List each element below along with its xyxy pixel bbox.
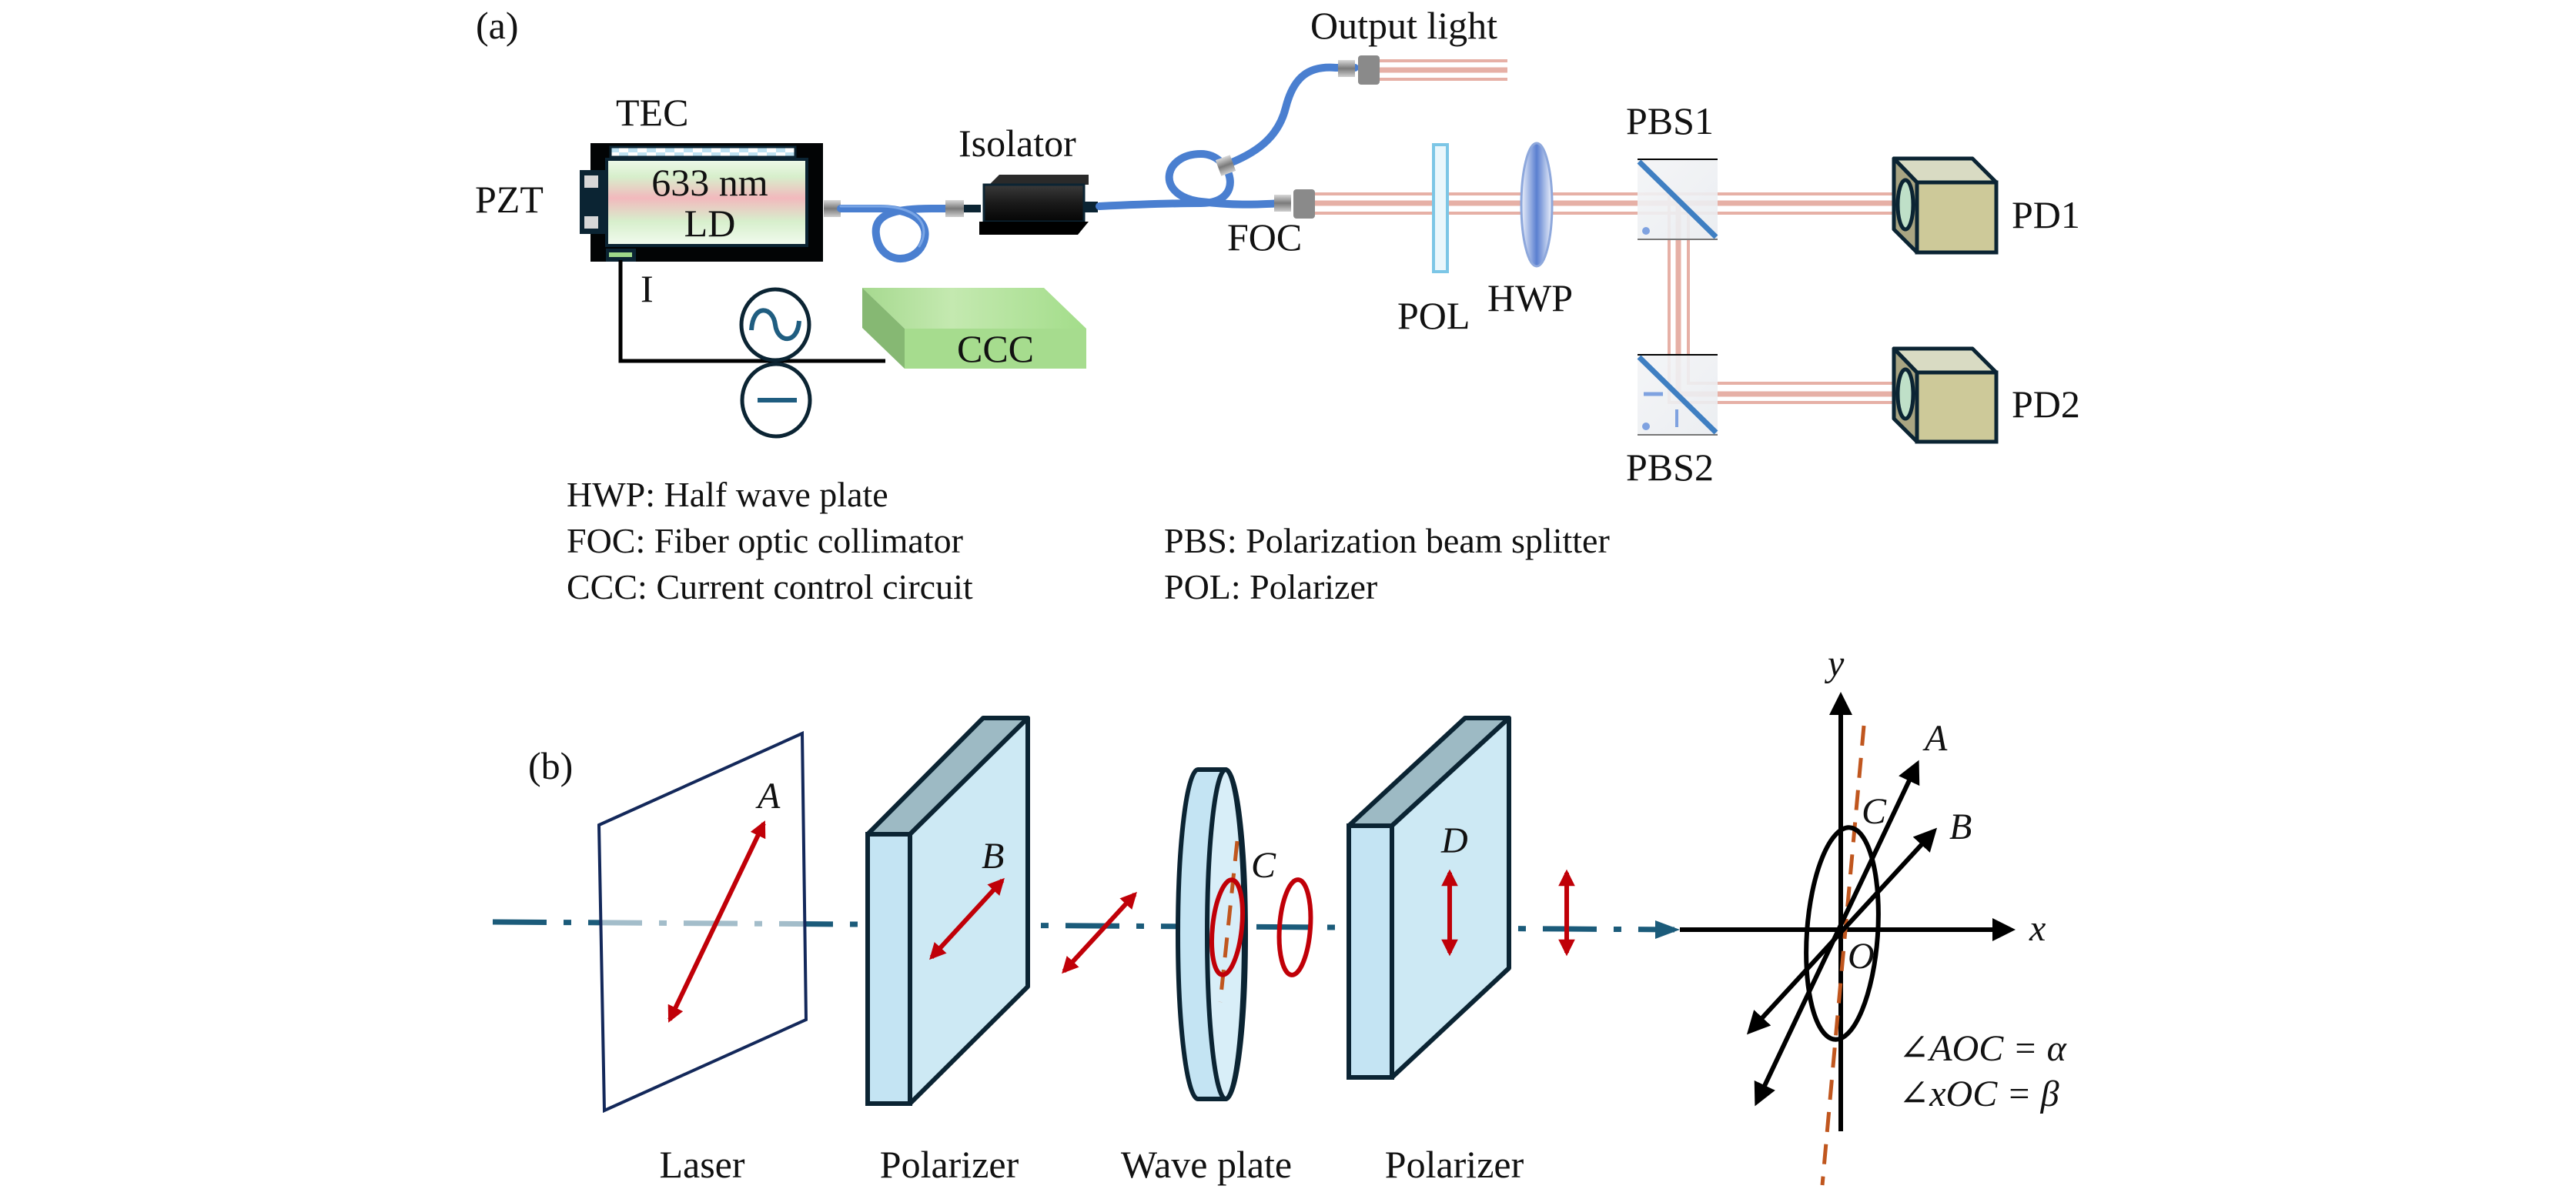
fiber-connector bbox=[1274, 195, 1291, 212]
laser-diode-module: TEC PZT 633 nm LD bbox=[475, 91, 823, 262]
legend-item: POL: Polarizer bbox=[1164, 567, 1377, 606]
isolator-pin bbox=[964, 205, 981, 212]
vector-a bbox=[1754, 760, 1920, 1107]
pbs2-label: PBS2 bbox=[1626, 446, 1714, 489]
pzt-label: PZT bbox=[475, 178, 544, 221]
polarization-arrow-b bbox=[929, 877, 1005, 960]
ld-window bbox=[605, 158, 808, 247]
element-label-laser: Laser bbox=[659, 1143, 744, 1186]
elliptical-polarization bbox=[1209, 877, 1245, 977]
legend-item: CCC: Current control circuit bbox=[567, 567, 973, 606]
vector-b-label: B bbox=[1949, 807, 1972, 847]
tec-label: TEC bbox=[616, 91, 688, 134]
isolator-label: Isolator bbox=[958, 122, 1076, 165]
y-axis-label: y bbox=[1824, 643, 1845, 684]
fiber-highlight bbox=[839, 205, 925, 248]
legend-item: FOC: Fiber optic collimator bbox=[567, 521, 963, 560]
pzt-element-top bbox=[584, 175, 598, 188]
element-label-polarizer-2: Polarizer bbox=[1385, 1143, 1524, 1186]
equation-alpha: ∠AOC = α bbox=[1899, 1028, 2067, 1069]
fiber-connector bbox=[1215, 155, 1236, 176]
ac-source-icon bbox=[739, 287, 811, 362]
panel-a-label: (a) bbox=[476, 4, 519, 47]
equation-beta: ∠xOC = β bbox=[1899, 1074, 2059, 1114]
panel-b: (b) A Laser B Polarizer C Wav bbox=[492, 643, 2067, 1186]
current-terminal-contact bbox=[609, 252, 632, 257]
fiber-connector bbox=[1338, 60, 1355, 77]
optical-axis-arrowhead bbox=[1655, 920, 1680, 939]
foc-label: FOC bbox=[1227, 215, 1302, 259]
ld-label: LD bbox=[684, 202, 736, 245]
isolator: Isolator bbox=[958, 122, 1098, 235]
point-a-label: A bbox=[755, 776, 781, 817]
element-label-wave-plate: Wave plate bbox=[1121, 1143, 1292, 1186]
laser-plane: A Laser bbox=[597, 730, 808, 1186]
pd1-label: PD1 bbox=[2012, 193, 2080, 236]
panel-b-label: (b) bbox=[528, 744, 573, 787]
photodetector-pd2: PD2 bbox=[1892, 346, 2080, 444]
polarizer-pol: POL bbox=[1397, 143, 1470, 337]
tec-strip bbox=[609, 145, 797, 159]
pol-label: POL bbox=[1397, 294, 1470, 337]
point-b-label: B bbox=[982, 836, 1004, 877]
ccc-label: CCC bbox=[957, 327, 1034, 370]
x-axis-label: x bbox=[2029, 908, 2046, 949]
foc-body bbox=[1293, 189, 1315, 219]
coordinate-system: x y A B C O ∠AOC = α ∠xOC = β bbox=[1680, 643, 2067, 1186]
vector-b bbox=[1746, 827, 1938, 1035]
wave-plate: C Wave plate bbox=[1121, 767, 1292, 1186]
pbs1-label: PBS1 bbox=[1626, 99, 1714, 142]
pd2-label: PD2 bbox=[2012, 382, 2080, 426]
polarizer-2: D Polarizer bbox=[1347, 716, 1524, 1186]
half-wave-plate: HWP bbox=[1487, 142, 1573, 319]
point-c-label: C bbox=[1251, 845, 1276, 886]
beam-line bbox=[1687, 213, 1902, 385]
fiber-path: Isolator bbox=[824, 60, 1359, 262]
ld-wavelength-label: 633 nm bbox=[651, 161, 768, 204]
current-label: I bbox=[641, 267, 654, 310]
pzt-element-bottom bbox=[584, 216, 598, 229]
fiber-segment bbox=[1220, 63, 1359, 169]
photodetector-pd1: PD1 bbox=[1892, 156, 2080, 255]
ccc-box: CCC bbox=[862, 288, 1086, 370]
output-collimator bbox=[1358, 55, 1380, 85]
hwp-label: HWP bbox=[1487, 276, 1573, 319]
vector-a-label: A bbox=[1922, 718, 1948, 759]
fiber-optic-collimator: FOC bbox=[1227, 189, 1315, 259]
polarization-arrow-between bbox=[1062, 891, 1137, 974]
origin-label: O bbox=[1848, 936, 1875, 977]
fiber-connector bbox=[945, 200, 964, 217]
polarizer-1: B Polarizer bbox=[865, 716, 1030, 1186]
legend-item: HWP: Half wave plate bbox=[567, 475, 888, 514]
fiber-segment bbox=[1096, 149, 1288, 210]
polarization-arrow-a bbox=[667, 820, 766, 1023]
point-d-label: D bbox=[1440, 820, 1468, 861]
vector-c-label: C bbox=[1862, 791, 1887, 832]
pbs1: PBS1 bbox=[1626, 99, 1718, 240]
fiber-segment bbox=[837, 205, 951, 262]
elliptical-polarization bbox=[1276, 877, 1313, 977]
pbs2: PBS2 bbox=[1626, 354, 1718, 489]
output-light-label: Output light bbox=[1310, 4, 1497, 47]
drive-wire bbox=[618, 260, 885, 363]
fiber-connector bbox=[824, 200, 841, 217]
current-control-wiring: I CCC bbox=[618, 260, 1086, 439]
output-light: Output light bbox=[1310, 4, 1507, 85]
legend: HWP: Half wave plate FOC: Fiber optic co… bbox=[567, 475, 1610, 606]
dc-source-icon bbox=[740, 362, 812, 439]
panel-a: (a) TEC PZT 633 nm LD I bbox=[475, 4, 2080, 606]
element-label-polarizer-1: Polarizer bbox=[880, 1143, 1019, 1186]
legend-item: PBS: Polarization beam splitter bbox=[1164, 521, 1610, 560]
